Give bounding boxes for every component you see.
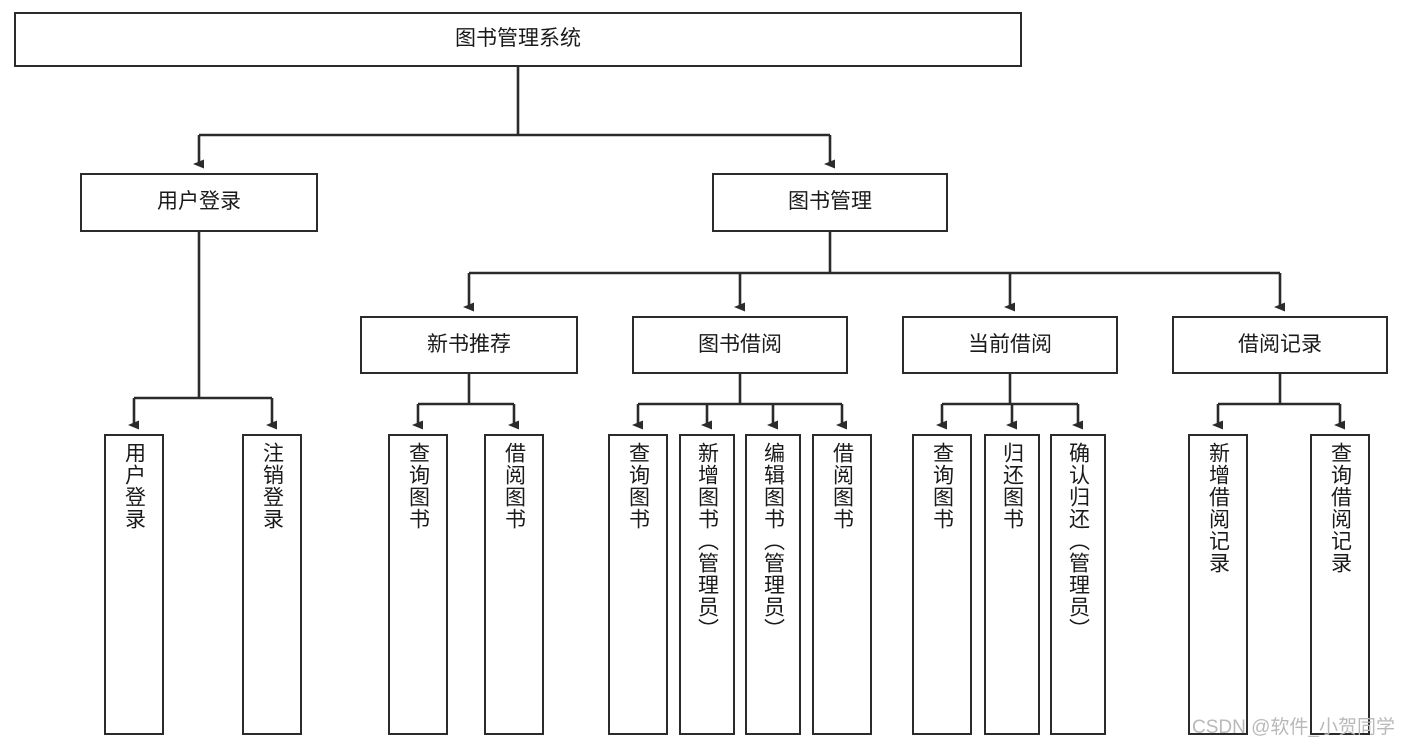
leaves-node[interactable]: 查询图书 xyxy=(608,434,668,735)
node-label: 新书推荐 xyxy=(427,332,511,356)
node-label: 图书管理 xyxy=(788,190,872,214)
node-label: 用户登录 xyxy=(122,442,146,530)
node-label: 当前借阅 xyxy=(968,332,1052,356)
l1-node[interactable]: 图书管理 xyxy=(712,173,948,232)
node-label: 查询图书 xyxy=(930,442,954,530)
leaves-node[interactable]: 借阅图书 xyxy=(812,434,872,735)
leaves-node[interactable]: 新增借阅记录 xyxy=(1188,434,1248,735)
l2-node[interactable]: 借阅记录 xyxy=(1172,316,1388,374)
node-label: 借阅记录 xyxy=(1238,332,1322,356)
l2-node[interactable]: 当前借阅 xyxy=(902,316,1118,374)
leaves-node[interactable]: 用户登录 xyxy=(104,434,164,735)
l2-node[interactable]: 新书推荐 xyxy=(360,316,578,374)
leaves-node[interactable]: 注销登录 xyxy=(242,434,302,735)
node-label: 图书借阅 xyxy=(698,332,782,356)
leaves-node[interactable]: 借阅图书 xyxy=(484,434,544,735)
root-node[interactable]: 图书管理系统 xyxy=(14,12,1022,67)
node-label: 注销登录 xyxy=(260,442,284,530)
leaves-node[interactable]: 查询借阅记录 xyxy=(1310,434,1370,735)
node-label: 归还图书 xyxy=(1000,442,1024,530)
l1-node[interactable]: 用户登录 xyxy=(80,173,318,232)
node-label: 新增图书（管理员） xyxy=(695,442,719,640)
node-label: 新增借阅记录 xyxy=(1206,442,1230,574)
leaves-node[interactable]: 编辑图书（管理员） xyxy=(745,434,801,735)
node-label: 查询借阅记录 xyxy=(1328,442,1352,574)
node-label: 确认归还（管理员） xyxy=(1066,442,1090,640)
node-label: 图书管理系统 xyxy=(455,27,581,51)
leaves-node[interactable]: 查询图书 xyxy=(912,434,972,735)
leaves-node[interactable]: 归还图书 xyxy=(984,434,1040,735)
node-label: 查询图书 xyxy=(406,442,430,530)
leaves-node[interactable]: 新增图书（管理员） xyxy=(679,434,735,735)
leaves-node[interactable]: 确认归还（管理员） xyxy=(1050,434,1106,735)
leaves-node[interactable]: 查询图书 xyxy=(388,434,448,735)
node-label: 查询图书 xyxy=(626,442,650,530)
node-label: 编辑图书（管理员） xyxy=(761,442,785,640)
node-label: 用户登录 xyxy=(157,190,241,214)
node-label: 借阅图书 xyxy=(502,442,526,530)
node-label: 借阅图书 xyxy=(830,442,854,530)
l2-node[interactable]: 图书借阅 xyxy=(632,316,848,374)
